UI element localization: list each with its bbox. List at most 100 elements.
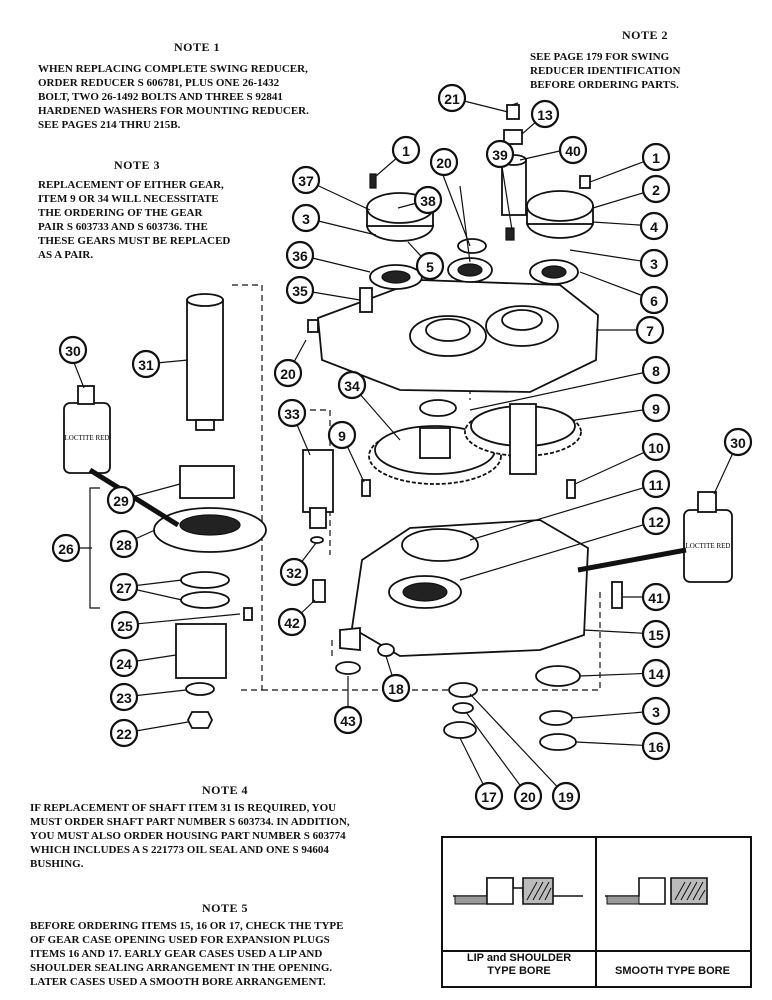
callout-23: 23 [109, 682, 139, 712]
dowel-pin-left [361, 479, 371, 497]
note4-title: NOTE 4 [202, 783, 249, 797]
callout-number: 13 [537, 107, 553, 123]
callout-circle [109, 529, 139, 559]
callout-3: 3 [291, 203, 321, 233]
callout-circle [58, 335, 88, 365]
callout-circle [131, 349, 161, 379]
gear-9 [464, 403, 582, 475]
fitting-13 [503, 129, 523, 145]
snap-ring-20 [452, 702, 474, 714]
callout-15: 15 [641, 619, 671, 649]
callout-number: 1 [652, 150, 660, 166]
note5-body: BEFORE ORDERING ITEMS 15, 16 OR 17, CHEC… [30, 920, 344, 988]
callout-number: 42 [284, 615, 300, 631]
callout-number: 25 [117, 618, 133, 634]
bolt-41 [611, 581, 623, 609]
callout-number: 19 [558, 789, 574, 805]
callout-circle [639, 285, 669, 315]
plug-17 [443, 721, 477, 739]
callout-32: 32 [279, 557, 309, 587]
callout-5: 5 [415, 251, 445, 281]
callout-2: 2 [641, 174, 671, 204]
bore-divider [595, 950, 750, 952]
note1-body: WHEN REPLACING COMPLETE SWING REDUCER, O… [38, 63, 309, 131]
callout-circle [437, 83, 467, 113]
note2-title: NOTE 2 [622, 28, 669, 42]
callout-number: 8 [652, 363, 660, 379]
callout-19: 19 [551, 781, 581, 811]
callout-circle [641, 658, 671, 688]
lip-shoulder-bore-label: LIP and SHOULDER TYPE BORE [466, 952, 572, 977]
callout-12: 12 [641, 506, 671, 536]
loctite-bottle-left: LOCTITE RED [63, 385, 111, 474]
callout-7: 7 [635, 315, 665, 345]
callout-circle [474, 781, 504, 811]
callout-20: 20 [429, 147, 459, 177]
callout-circle [639, 248, 669, 278]
callout-number: 34 [344, 378, 360, 394]
callout-circle [415, 251, 445, 281]
callout-number: 17 [481, 789, 497, 805]
callout-circle [639, 211, 669, 241]
loctite-label-left: LOCTITE RED [65, 434, 110, 442]
callout-circle [641, 506, 671, 536]
callout-number: 1 [402, 143, 410, 159]
callout-22: 22 [109, 718, 139, 748]
callout-circle [641, 619, 671, 649]
callout-circle [285, 275, 315, 305]
callout-number: 30 [730, 435, 746, 451]
callout-circle [337, 370, 367, 400]
note3-body: REPLACEMENT OF EITHER GEAR, ITEM 9 OR 34… [38, 179, 231, 261]
lip-shoulder-bore-icon [453, 877, 583, 905]
seal-27 [180, 591, 230, 609]
callout-29: 29 [106, 485, 136, 515]
callout-1: 1 [391, 135, 421, 165]
callout-circle [641, 174, 671, 204]
callout-number: 22 [116, 726, 132, 742]
callout-43: 43 [333, 705, 363, 735]
callout-circle [485, 139, 515, 169]
callout-circle [551, 781, 581, 811]
snap-ring-20 [457, 238, 487, 254]
callout-circle [391, 135, 421, 165]
callout-number: 16 [648, 739, 664, 755]
snap-ring-3 [539, 710, 573, 726]
callout-11: 11 [641, 469, 671, 499]
callout-1: 1 [641, 142, 671, 172]
fitting-18 [377, 643, 395, 657]
seal-14 [535, 665, 581, 687]
note3-title: NOTE 3 [114, 158, 161, 172]
cover-plate [317, 279, 599, 393]
callout-number: 30 [65, 343, 81, 359]
callout-31: 31 [131, 349, 161, 379]
callout-circle [723, 427, 753, 457]
smooth-bore-panel: SMOOTH TYPE BORE [595, 838, 750, 986]
bolt-icon [369, 173, 377, 189]
callout-number: 4 [650, 219, 658, 235]
callout-circle [277, 607, 307, 637]
callout-13: 13 [530, 99, 560, 129]
callout-24: 24 [109, 648, 139, 678]
callout-6: 6 [639, 285, 669, 315]
callout-circle [291, 165, 321, 195]
callout-circle [327, 420, 357, 450]
callout-18: 18 [381, 673, 411, 703]
callout-circle [109, 718, 139, 748]
callout-circle [641, 696, 671, 726]
callout-39: 39 [485, 139, 515, 169]
callout-number: 32 [286, 565, 302, 581]
callout-number: 10 [648, 440, 664, 456]
callout-25: 25 [110, 610, 140, 640]
callout-circle [641, 393, 671, 423]
callout-17: 17 [474, 781, 504, 811]
output-shaft-31 [186, 293, 224, 431]
callout-circle [641, 355, 671, 385]
callout-circle [513, 781, 543, 811]
plug-16 [539, 733, 577, 751]
callout-circle [413, 185, 443, 215]
callout-number: 18 [388, 681, 404, 697]
callout-circle [277, 398, 307, 428]
callout-number: 39 [492, 147, 508, 163]
callout-circle [106, 485, 136, 515]
callout-circle [635, 315, 665, 345]
